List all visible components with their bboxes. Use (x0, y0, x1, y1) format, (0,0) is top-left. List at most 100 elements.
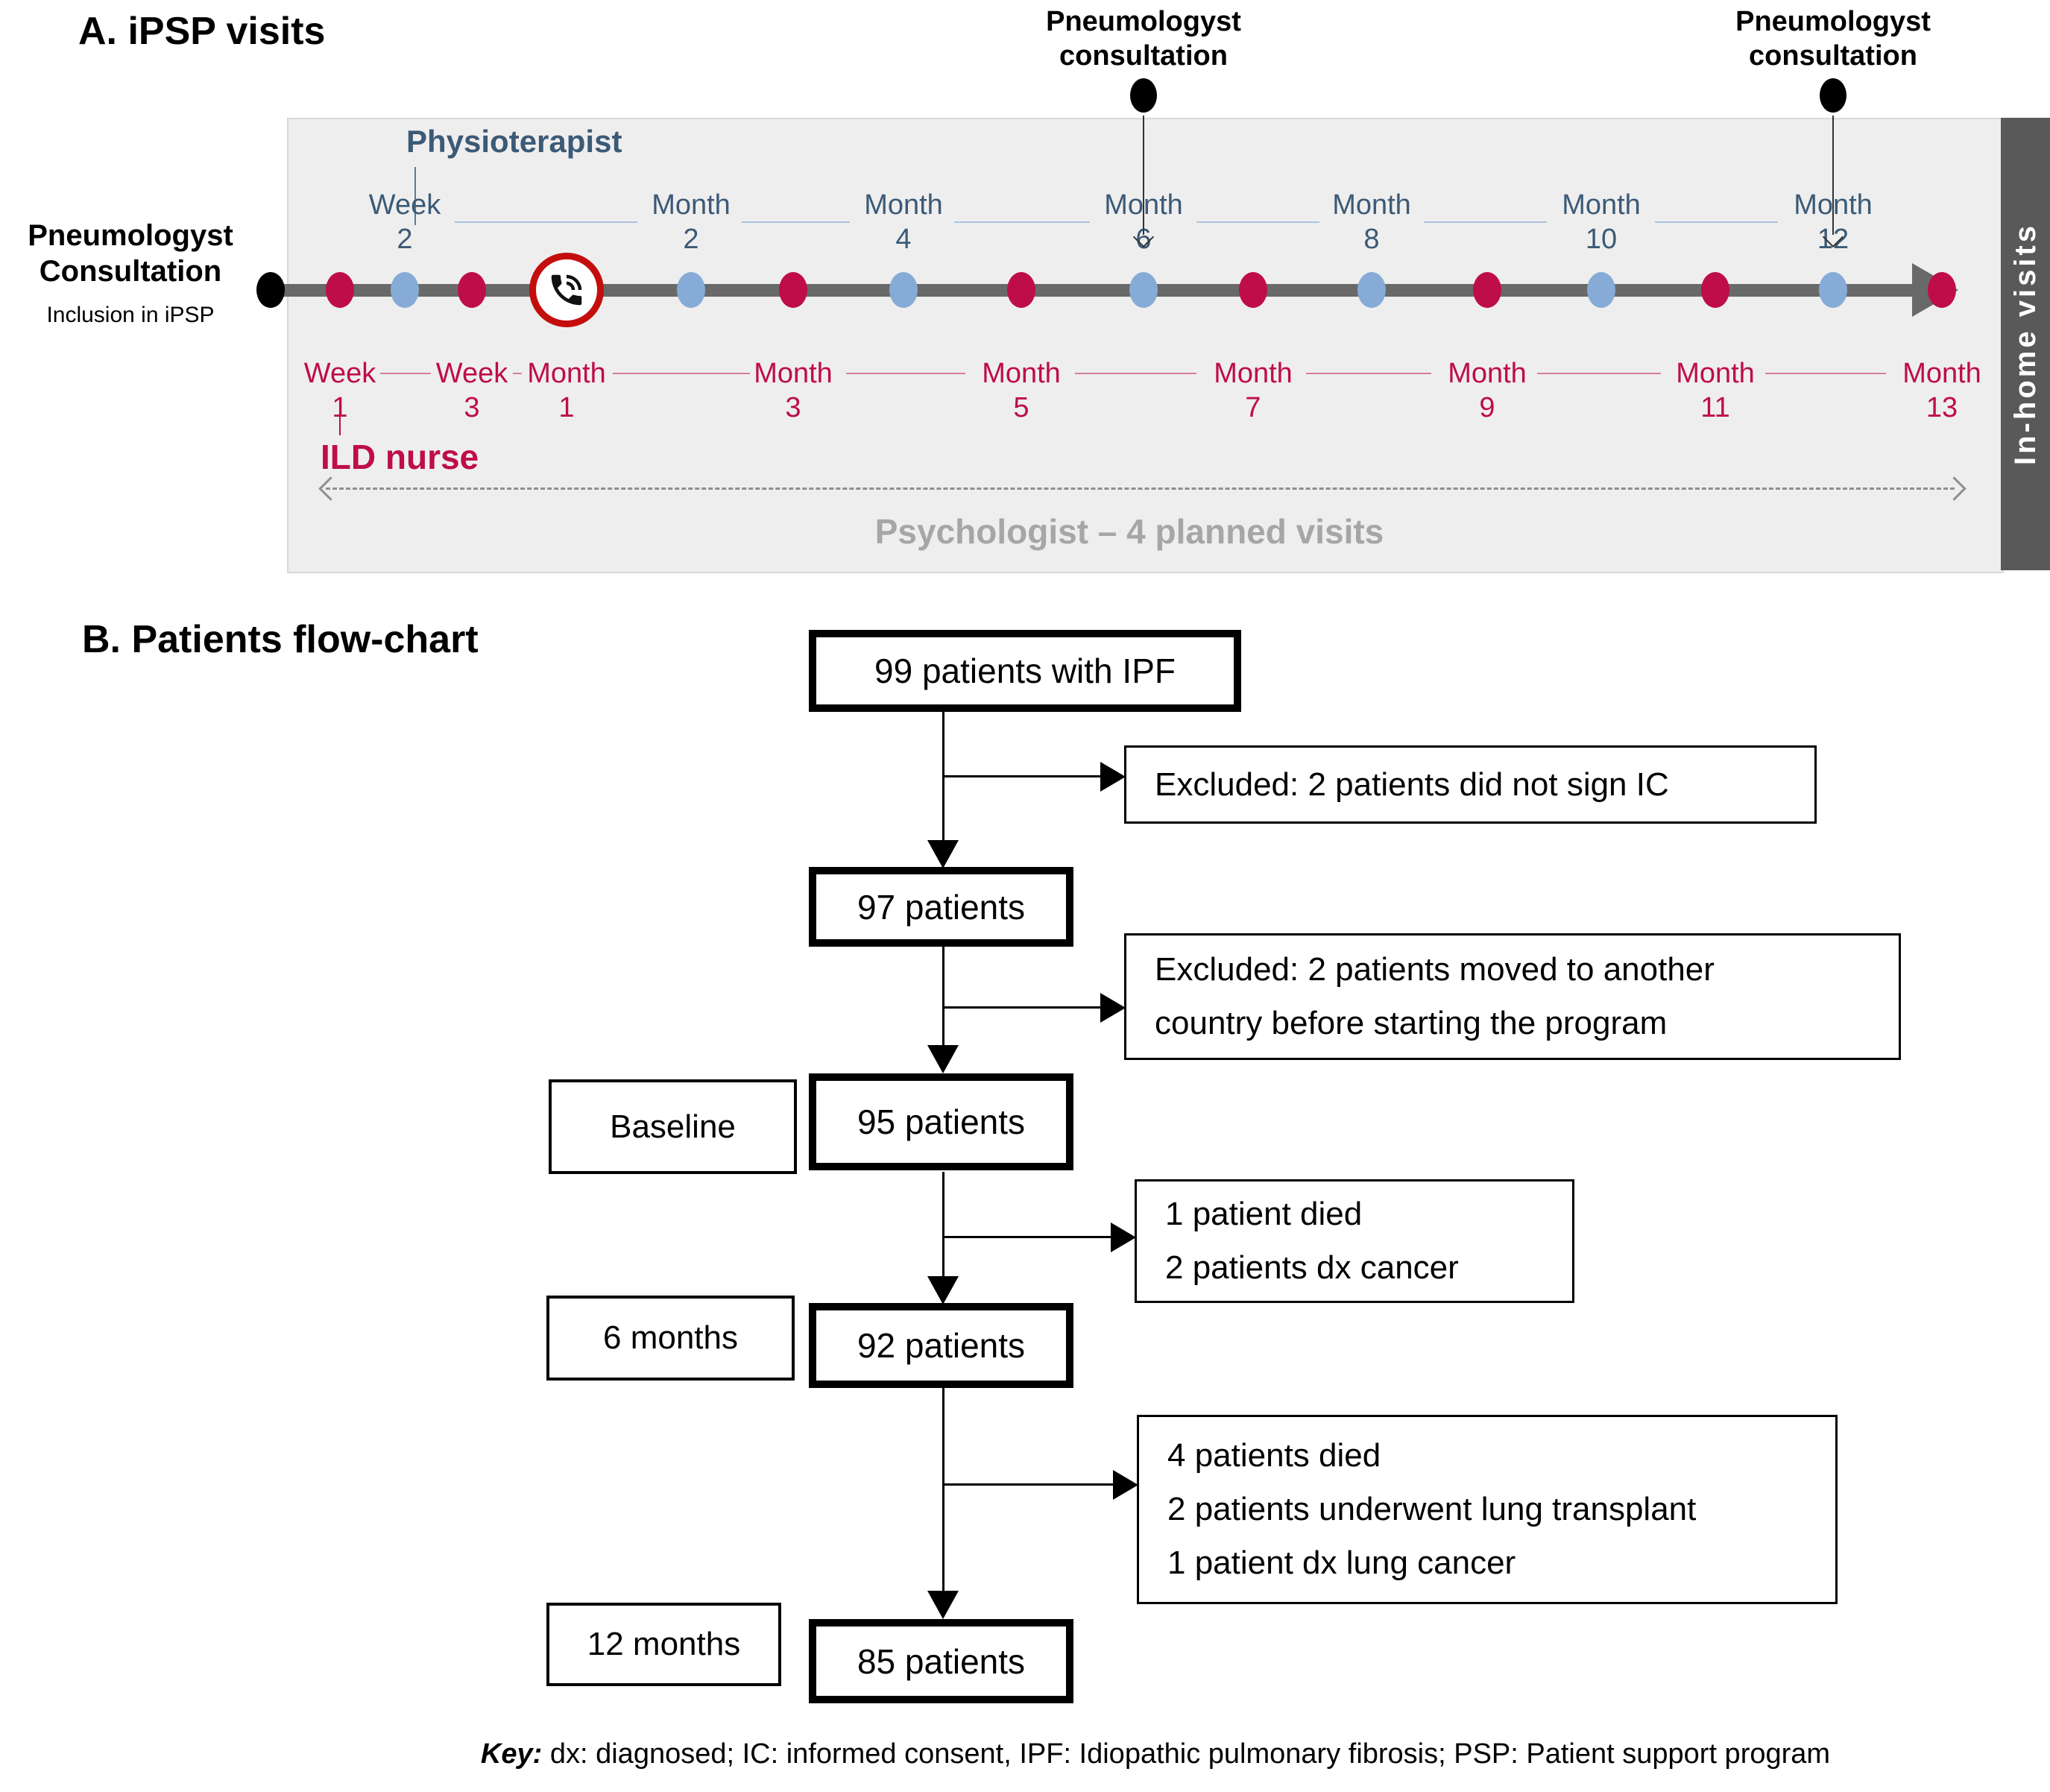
tick-word: Week (435, 358, 508, 389)
bottom-tick-connector-line (1537, 373, 1661, 374)
timeline-dot-crimson (1928, 272, 1956, 308)
timeline-dot-crimson (1239, 272, 1267, 308)
timeline-dot-blue (677, 272, 705, 308)
bottom-tick-connector-line (1765, 373, 1886, 374)
left-label-line1: Pneumologyst (28, 219, 233, 252)
timeline-dot-blue (1129, 272, 1158, 308)
flow-box-label: 95 patients (857, 1102, 1026, 1141)
flow-box-label: 97 patients (857, 887, 1026, 927)
tick-word: Month (1214, 358, 1293, 389)
section-a-title: A. iPSP visits (78, 10, 326, 53)
tick-word: Month (1332, 189, 1411, 221)
flow-vertical-line (942, 1388, 944, 1591)
flow-box-92-patients: 92 patients (809, 1303, 1073, 1388)
flow-down-arrowhead (927, 1045, 959, 1073)
timeline-dot-blue (889, 272, 918, 308)
timeline-bar (271, 284, 1917, 297)
flow-down-arrowhead (927, 1591, 959, 1619)
timeline-dot-black (256, 272, 285, 308)
in-home-visits-bar: In-home visits (2001, 118, 2050, 570)
bottom-tick-connector-line (513, 373, 522, 374)
side-box-line: 4 patients died (1167, 1437, 1381, 1474)
bottom-tick-connector-line (1306, 373, 1431, 374)
top-tick-connector-line (954, 221, 1090, 223)
psychologist-dashed-arrow (326, 488, 1955, 490)
stage-box-label: Baseline (610, 1108, 736, 1145)
tick-number: 1 (332, 392, 348, 423)
flow-right-arrowhead (1100, 762, 1126, 792)
flow-down-arrowhead (927, 1276, 959, 1304)
pneumo-consult-line1: Pneumologyst (1046, 6, 1241, 37)
tick-number: 5 (1013, 392, 1029, 423)
ild-nurse-connector-line (339, 401, 341, 435)
flow-box-99-patients-with-ipf: 99 patients with IPF (809, 630, 1241, 712)
flow-box-95-patients: 95 patients (809, 1073, 1073, 1170)
flow-box-85-patients: 85 patients (809, 1619, 1073, 1703)
side-box-line: Excluded: 2 patients did not sign IC (1155, 766, 1669, 803)
tick-word: Month (527, 358, 606, 389)
top-tick-connector-line (1655, 221, 1778, 223)
tick-number: 11 (1700, 392, 1730, 423)
tick-number: 2 (397, 224, 413, 255)
key-line: Key: dx: diagnosed; IC: informed consent… (261, 1738, 2050, 1770)
flow-vertical-line (942, 1172, 944, 1276)
tick-number: 2 (683, 224, 699, 255)
tick-word: Month (1902, 358, 1981, 389)
top-tick-connector-line (1196, 221, 1319, 223)
flow-right-arrowhead (1100, 993, 1126, 1023)
timeline-dot-crimson (1473, 272, 1501, 308)
physiotherapist-connector-line (414, 167, 416, 225)
ild-nurse-label: ILD nurse (321, 438, 479, 476)
flow-branch-line (944, 1006, 1100, 1009)
physiotherapist-label: Physioterapist (406, 124, 622, 159)
pneumologist-consult-dot (1130, 78, 1157, 113)
top-tick-connector-line (742, 221, 850, 223)
flow-box-97-patients: 97 patients (809, 867, 1073, 947)
timeline-dot-blue (1357, 272, 1386, 308)
timeline-panel (287, 118, 2004, 573)
tick-word: Month (754, 358, 833, 389)
flow-vertical-line (942, 947, 944, 1045)
flow-box-label: 85 patients (857, 1641, 1026, 1681)
tick-number: 9 (1479, 392, 1495, 423)
stage-box-6-months: 6 months (546, 1296, 795, 1381)
phone-call-marker (529, 253, 604, 327)
pneumologist-consult-arrow-line (1143, 116, 1144, 235)
side-box-line: Excluded: 2 patients moved to another (1155, 951, 1715, 988)
psychologist-label: Psychologist – 4 planned visits (874, 512, 1384, 551)
timeline-dot-crimson (779, 272, 807, 308)
timeline-dot-crimson (458, 272, 486, 308)
bottom-tick-connector-line (380, 373, 431, 374)
tick-number: 13 (1926, 392, 1958, 423)
flow-box-label: 92 patients (857, 1326, 1026, 1365)
flow-branch-line (944, 1236, 1111, 1238)
pneumo-consult-line2: consultation (1059, 40, 1228, 72)
tick-number: 8 (1363, 224, 1380, 255)
tick-number: 6 (1135, 224, 1152, 255)
tick-word: Month (1676, 358, 1755, 389)
section-b-title: B. Patients flow-chart (82, 618, 479, 661)
stage-box-baseline: Baseline (549, 1079, 797, 1174)
tick-word: Week (303, 358, 376, 389)
stage-box-12-months: 12 months (546, 1603, 781, 1686)
tick-number: 1 (558, 392, 575, 423)
bottom-tick-connector-line (613, 373, 750, 374)
top-tick-connector-line (1424, 221, 1547, 223)
timeline-dot-crimson (1701, 272, 1729, 308)
stage-box-label: 12 months (587, 1626, 741, 1662)
